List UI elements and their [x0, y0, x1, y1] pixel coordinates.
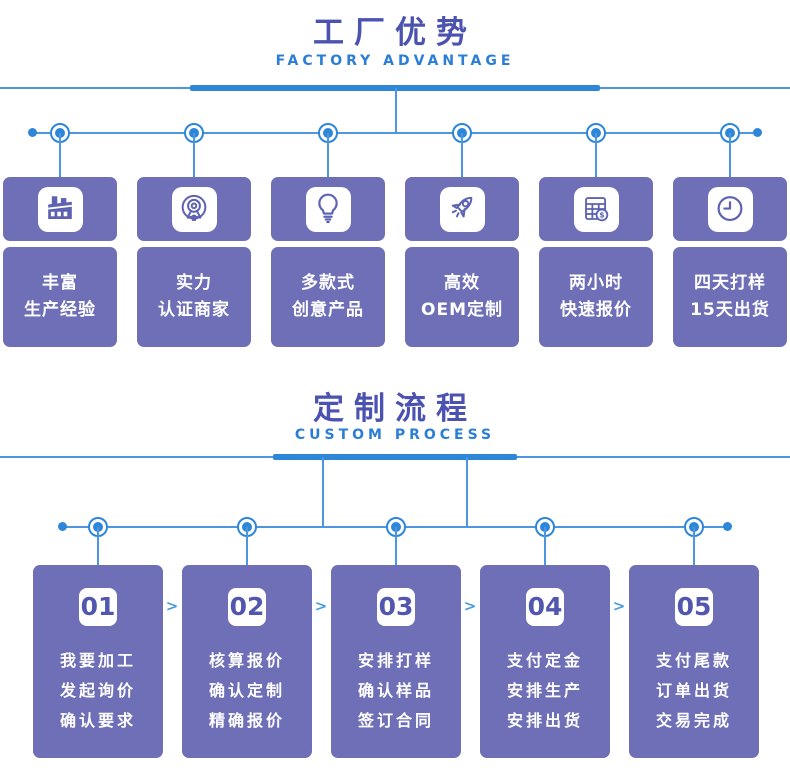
step-3-line-3: 签订合同	[357, 711, 434, 730]
step-number-badge: 02	[228, 588, 266, 626]
step-number-badge: 03	[377, 588, 415, 626]
chevron-right-icon: >	[612, 597, 626, 615]
advantage-card-1-line-2: 生产经验	[24, 300, 96, 320]
process-connector-5	[693, 527, 695, 566]
advantage-text-card-2: 实力 认证商家	[137, 247, 251, 347]
process-drop-line-right	[466, 457, 468, 527]
advantage-icon-card-3	[271, 177, 385, 241]
advantage-text-card-3: 多款式 创意产品	[271, 247, 385, 347]
step-2-line-3: 精确报价	[208, 711, 285, 730]
advantage-line-end-dot	[753, 128, 762, 137]
process-line-end-dot	[723, 522, 732, 531]
step-number-badge: 04	[526, 588, 564, 626]
process-step-card-3: 03 安排打样 确认样品 签订合同	[331, 565, 461, 758]
advantage-icon-card-4	[405, 177, 519, 241]
medal-icon	[171, 186, 217, 232]
process-step-card-1: 01 我要加工 发起询价 确认要求	[33, 565, 163, 758]
process-line-start-dot	[58, 522, 67, 531]
process-connector-4	[544, 527, 546, 566]
advantage-card-4-line-1: 高效	[444, 273, 480, 293]
step-4-line-2: 安排生产	[506, 681, 583, 700]
advantage-subtitle: FACTORY ADVANTAGE	[275, 53, 515, 69]
advantage-connector-5	[595, 133, 597, 178]
advantage-icon-card-1	[3, 177, 117, 241]
step-number-badge: 05	[675, 588, 713, 626]
advantage-card-3-line-2: 创意产品	[292, 300, 364, 320]
process-step-card-4: 04 支付定金 安排生产 安排出货	[480, 565, 610, 758]
step-1-line-3: 确认要求	[59, 711, 136, 730]
clock-icon	[707, 186, 753, 232]
advantage-card-5-line-1: 两小时	[569, 273, 623, 293]
advantage-card-5-line-2: 快速报价	[560, 300, 632, 320]
step-5-line-3: 交易完成	[655, 711, 732, 730]
step-5-line-1: 支付尾款	[655, 651, 732, 670]
advantage-connector-1	[59, 133, 61, 178]
advantage-text-card-6: 四天打样 15天出货	[673, 247, 787, 347]
advantage-card-6-line-1: 四天打样	[694, 273, 766, 293]
step-4-line-3: 安排出货	[506, 711, 583, 730]
step-1-line-2: 发起询价	[59, 681, 136, 700]
step-3-line-2: 确认样品	[357, 681, 434, 700]
calculator-icon: $	[573, 186, 619, 232]
advantage-text-card-1: 丰富 生产经验	[3, 247, 117, 347]
advantage-card-2-line-1: 实力	[176, 273, 212, 293]
process-drop-line-left	[322, 457, 324, 527]
advantage-card-3-line-1: 多款式	[301, 273, 355, 293]
step-1-line-1: 我要加工	[59, 651, 136, 670]
advantage-card-1-line-1: 丰富	[42, 273, 78, 293]
advantage-text-card-5: 两小时 快速报价	[539, 247, 653, 347]
step-number-badge: 01	[79, 588, 117, 626]
process-title: 定制流程	[313, 391, 477, 427]
advantage-connector-2	[193, 133, 195, 178]
process-connector-1	[97, 527, 99, 566]
chevron-right-icon: >	[314, 597, 328, 615]
advantage-icon-card-5: $	[539, 177, 653, 241]
chevron-right-icon: >	[463, 597, 477, 615]
process-step-card-2: 02 核算报价 确认定制 精确报价	[182, 565, 312, 758]
advantage-drop-line	[395, 88, 397, 133]
rocket-icon	[439, 186, 485, 232]
advantage-icon-card-2	[137, 177, 251, 241]
advantage-title: 工厂优势	[313, 15, 477, 51]
lightbulb-icon	[305, 186, 351, 232]
advantage-connector-3	[327, 133, 329, 178]
step-2-line-2: 确认定制	[208, 681, 285, 700]
process-title-underline	[273, 454, 517, 460]
dollar-symbol: $	[599, 211, 604, 220]
advantage-node-line	[33, 132, 757, 134]
advantage-line-start-dot	[28, 128, 37, 137]
advantage-text-card-4: 高效 OEM定制	[405, 247, 519, 347]
advantage-card-4-line-2: OEM定制	[421, 300, 503, 320]
process-step-card-5: 05 支付尾款 订单出货 交易完成	[629, 565, 759, 758]
step-4-line-1: 支付定金	[506, 651, 583, 670]
advantage-connector-4	[461, 133, 463, 178]
chevron-right-icon: >	[165, 597, 179, 615]
step-2-line-1: 核算报价	[208, 651, 285, 670]
process-connector-2	[246, 527, 248, 566]
step-3-line-1: 安排打样	[357, 651, 434, 670]
process-subtitle: CUSTOM PROCESS	[294, 427, 496, 443]
advantage-card-2-line-2: 认证商家	[158, 300, 230, 320]
factory-icon	[37, 186, 83, 232]
step-5-line-2: 订单出货	[655, 681, 732, 700]
advantage-connector-6	[729, 133, 731, 178]
process-connector-3	[395, 527, 397, 566]
advantage-icon-card-6	[673, 177, 787, 241]
advantage-card-6-line-2: 15天出货	[690, 300, 770, 320]
